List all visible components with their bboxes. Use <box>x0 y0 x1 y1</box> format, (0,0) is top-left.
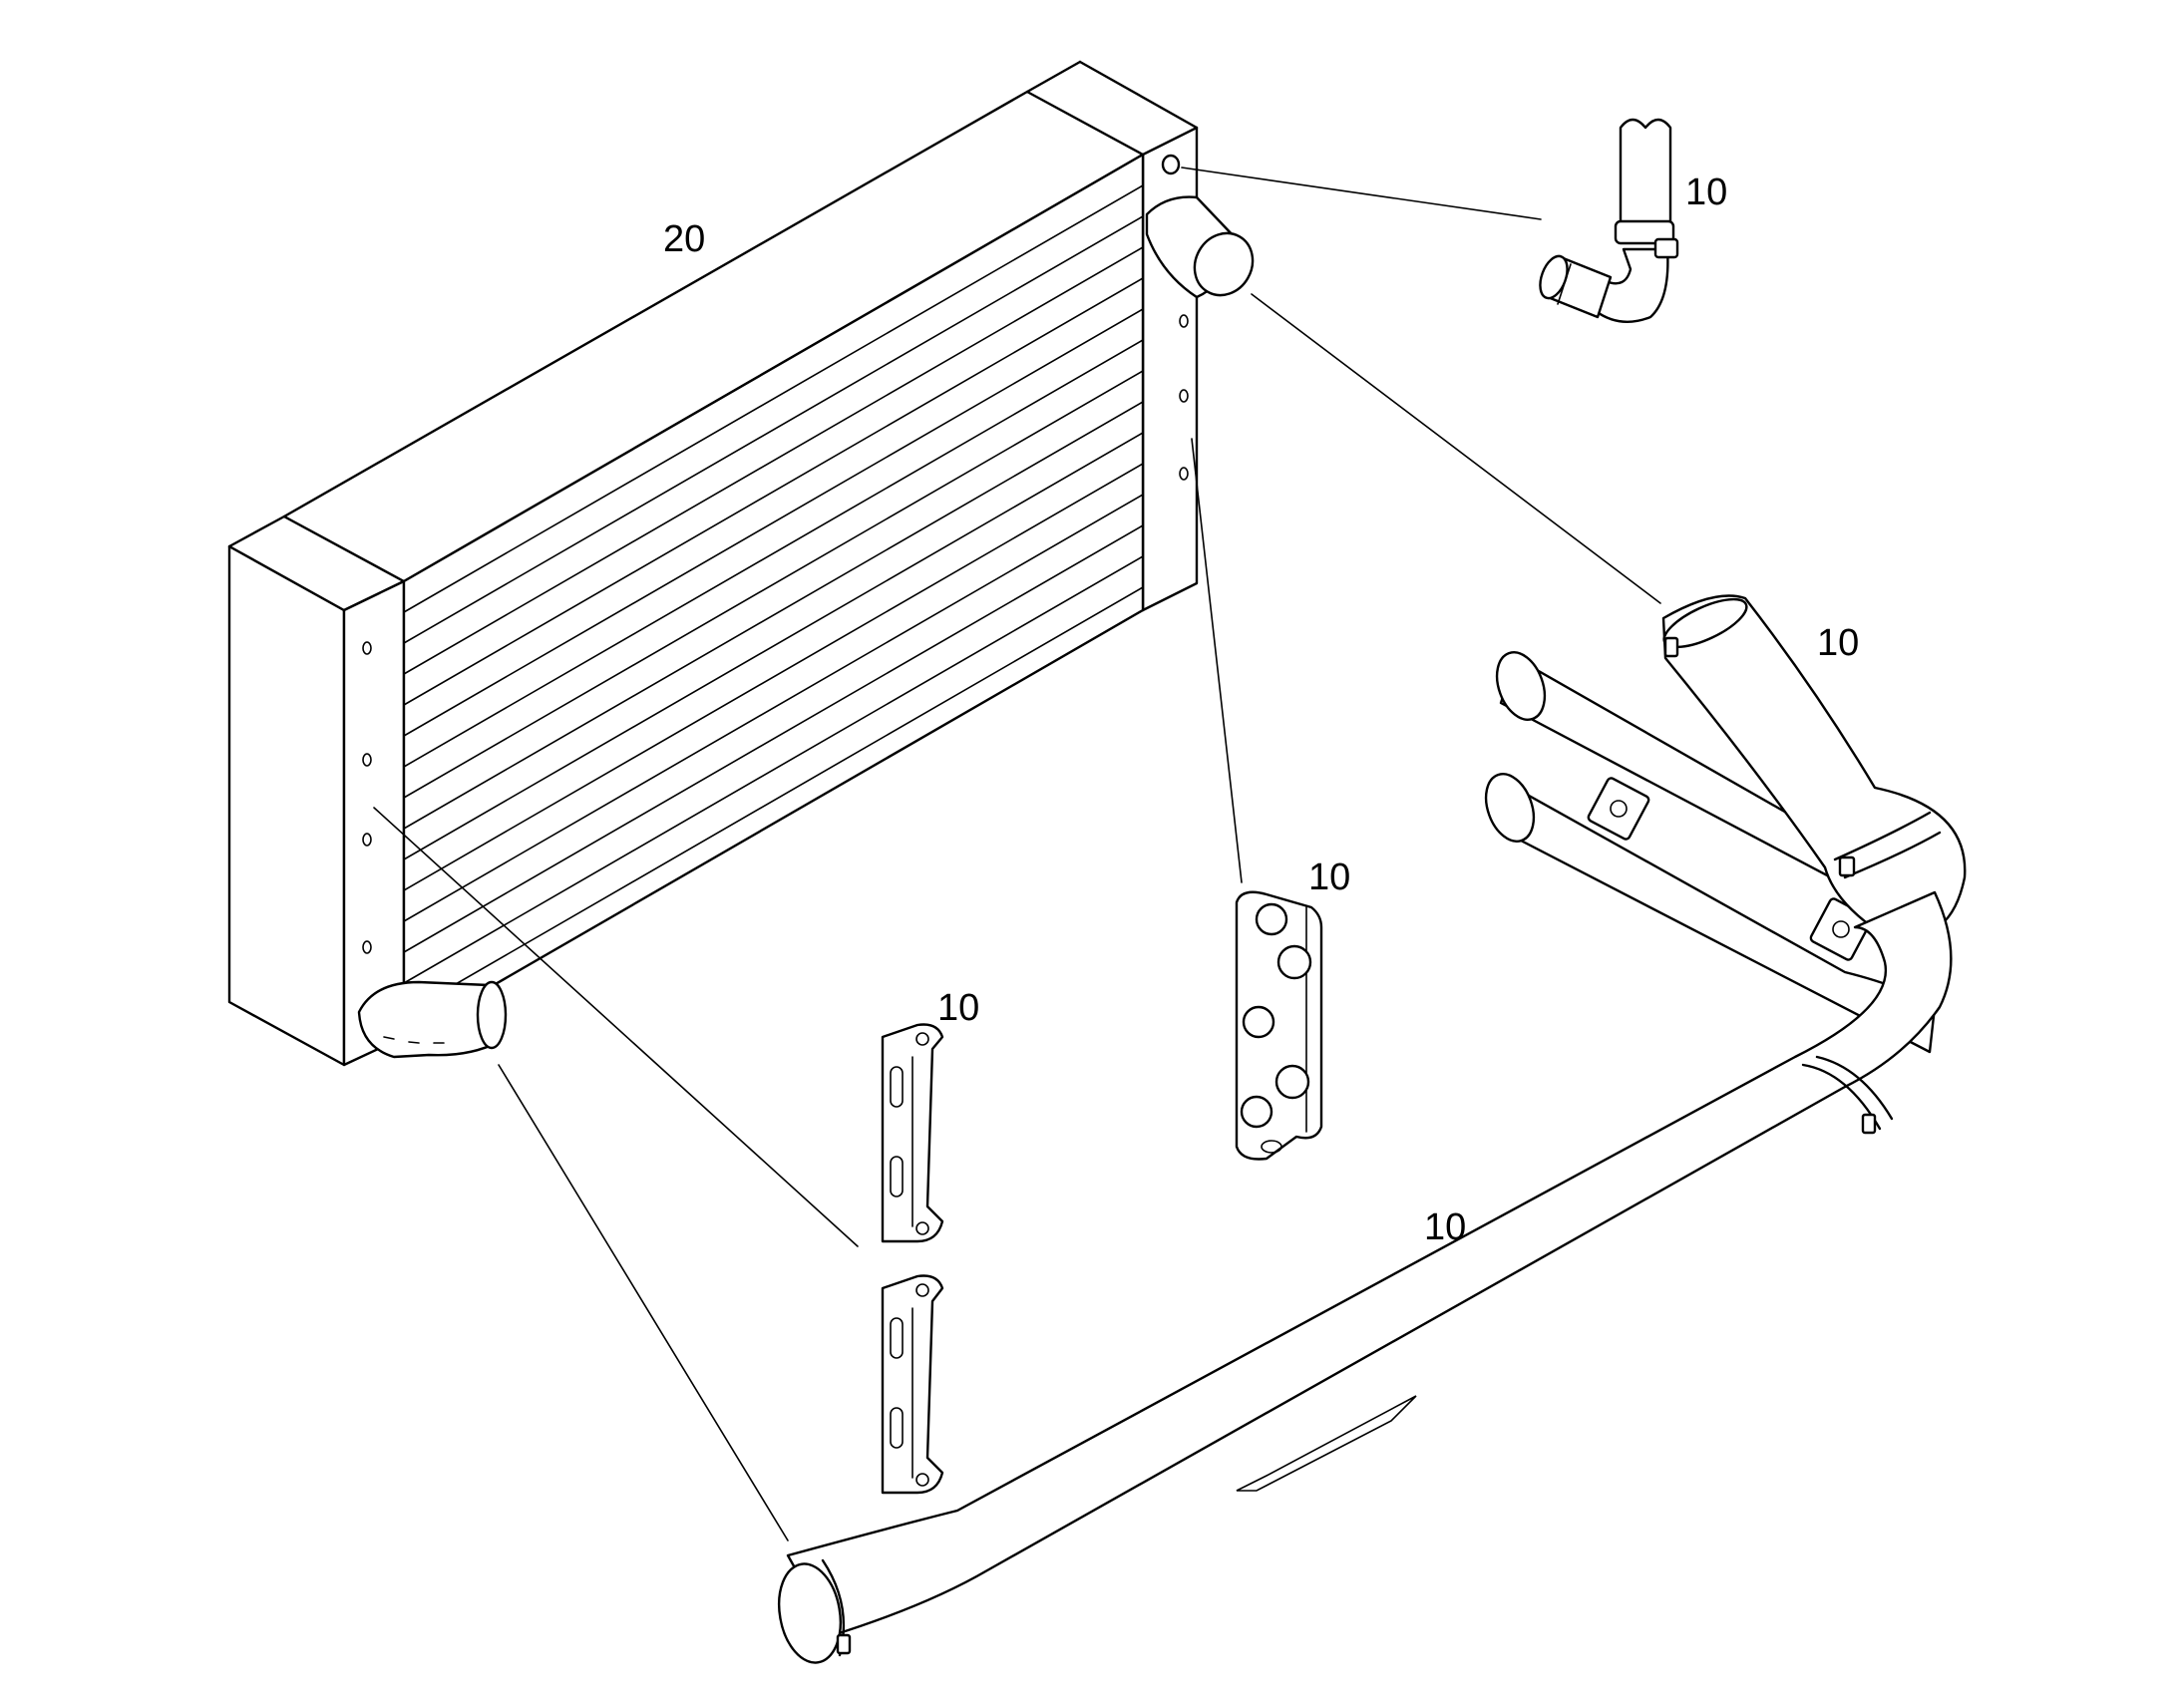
radiator-fins <box>403 184 1144 1015</box>
leader-lines <box>373 167 1661 1541</box>
radiator-assembly <box>227 60 1255 1067</box>
callout-upper-hose: 10 <box>1817 622 1859 664</box>
callout-radiator: 20 <box>663 218 705 260</box>
callout-center-bracket: 10 <box>1308 856 1350 898</box>
side-bracket-upper <box>881 1023 944 1243</box>
callout-side-bracket: 10 <box>937 987 979 1029</box>
lower-coolant-pipe <box>778 890 1953 1664</box>
callout-lower-pipe: 10 <box>1424 1206 1466 1248</box>
center-mounting-bracket <box>1235 890 1323 1161</box>
upper-hose-assembly <box>1484 594 1967 1054</box>
callout-sensor-elbow: 10 <box>1685 171 1727 213</box>
sensor-elbow-fitting <box>1539 118 1679 323</box>
side-bracket-lower <box>881 1274 944 1495</box>
